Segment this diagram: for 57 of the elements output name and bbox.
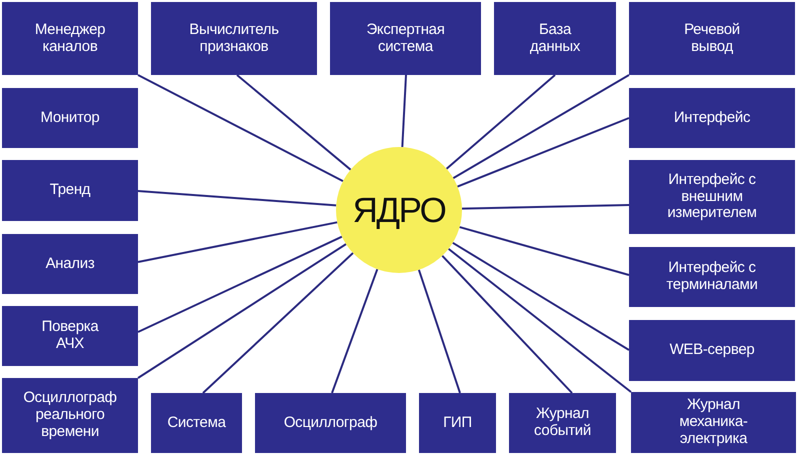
module-box (629, 320, 795, 381)
module-box (629, 2, 795, 75)
module-label: Система (167, 414, 226, 432)
module-box (2, 306, 138, 366)
module-label: Осциллограф реального времени (22, 390, 118, 441)
module-label: Тренд (50, 182, 90, 199)
module-label: ГИП (443, 414, 472, 432)
module-box (2, 378, 138, 453)
module-label: Поверка АЧХ (40, 319, 100, 353)
module-label: Интерфейс с терминалами (665, 260, 759, 294)
connector-line (442, 255, 573, 394)
module-label: Интерфейс с внешним измерителем (667, 172, 757, 222)
module-label: База данных (528, 22, 582, 56)
module-label: Экспертная система (365, 22, 446, 56)
connector-line (418, 269, 461, 394)
connector-line (331, 268, 378, 394)
module-box (494, 2, 616, 75)
connector-line (452, 74, 630, 179)
module-label: Журнал событий (533, 406, 592, 440)
module-box (2, 2, 138, 75)
module-box (2, 88, 138, 148)
module-label: Интерфейс (674, 110, 750, 126)
connector-line (202, 252, 354, 394)
connector-line (138, 236, 342, 333)
connector-line (138, 221, 338, 263)
module-label: Вычислитель признаков (188, 22, 280, 56)
module-box (631, 392, 796, 453)
connector-line (457, 117, 630, 188)
module-box (509, 393, 616, 453)
module-label: Речевой вывод (683, 22, 741, 56)
connector-line (138, 74, 344, 182)
module-label: Монитор (40, 110, 100, 126)
module-box (2, 234, 138, 294)
module-label: WEB-сервер (670, 342, 754, 359)
module-box (151, 393, 242, 453)
module-label: Журнал механика-электрика (678, 397, 749, 448)
connector-line (138, 190, 336, 206)
connector-line (446, 74, 556, 170)
module-box (629, 88, 795, 148)
connector-line (448, 248, 632, 393)
module-box (330, 2, 481, 75)
module-label: Анализ (46, 256, 94, 272)
connector-line (236, 74, 352, 170)
module-box (2, 160, 138, 221)
module-box (255, 393, 406, 453)
connector-line (452, 242, 630, 351)
connector-line (137, 243, 347, 379)
connector-line (462, 204, 630, 210)
core-label: ЯДРО (352, 192, 446, 228)
module-box (419, 393, 496, 453)
connector-line (459, 226, 630, 276)
module-box (151, 2, 317, 75)
module-label: Осциллограф (284, 414, 378, 432)
module-label: Менеджер каналов (34, 22, 106, 56)
module-box (629, 247, 795, 307)
module-box (629, 160, 795, 234)
connector-line (401, 74, 407, 148)
